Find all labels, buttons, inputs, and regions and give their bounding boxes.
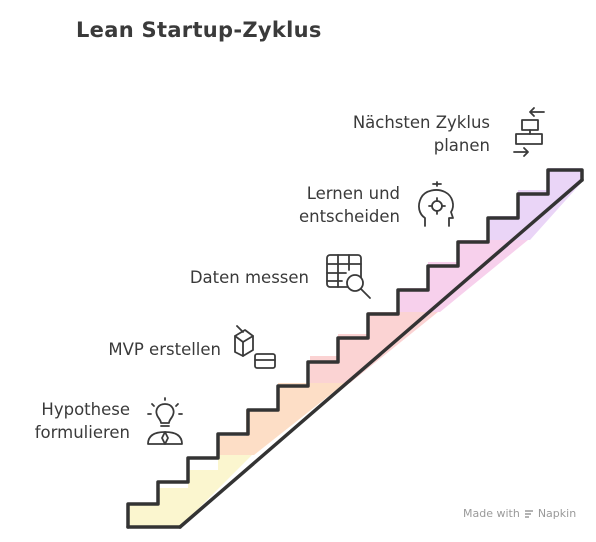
band-lernen (400, 240, 528, 312)
table-magnifier-icon (326, 254, 371, 299)
band-mvp (218, 383, 345, 455)
lightbulb-person-icon (147, 397, 183, 445)
arrows-blocks-icon (513, 107, 545, 157)
page-title: Lean Startup-Zyklus (76, 18, 322, 42)
stair-outline (126, 168, 584, 529)
napkin-watermark: Made with Napkin (463, 507, 577, 520)
stair-slope (178, 178, 584, 529)
band-hypothese (128, 455, 252, 527)
box-package-icon (234, 325, 276, 369)
step-label-mvp: MVP erstellen (108, 340, 221, 359)
napkin-logo-icon (524, 509, 533, 518)
band-planen (490, 168, 582, 240)
head-gear-icon (418, 181, 454, 227)
step-label-hypothese: Hypothese formulieren (34, 400, 130, 442)
step-label-daten: Daten messen (189, 268, 309, 287)
step-label-planen: Nächsten Zyklus planen (352, 113, 490, 155)
step-label-lernen: Lernen und entscheiden (298, 184, 400, 226)
